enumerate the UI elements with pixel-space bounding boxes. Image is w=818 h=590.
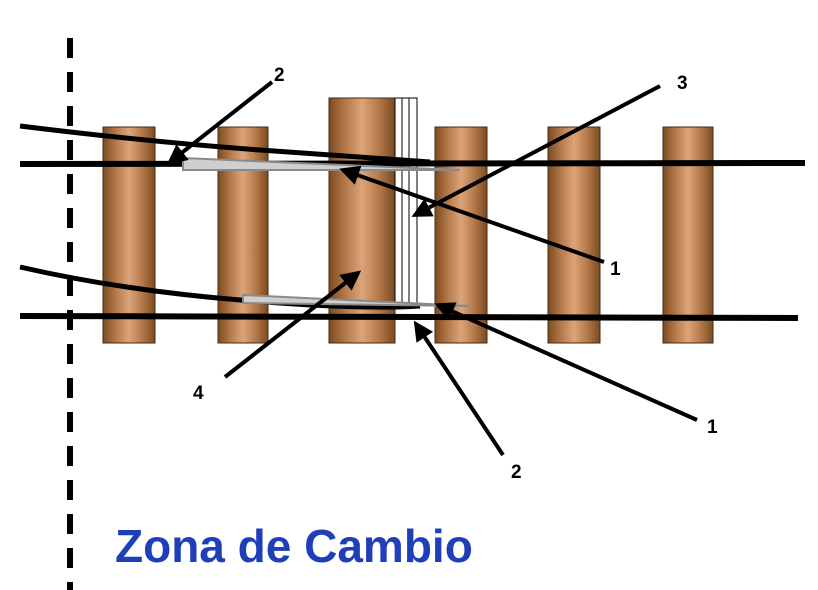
callout-label: 1	[707, 417, 718, 438]
sleeper	[102, 126, 156, 344]
rails	[19, 123, 806, 321]
sleeper	[547, 126, 601, 344]
arrow-to-1-lower	[434, 302, 698, 422]
stock-rail-lower	[19, 313, 799, 321]
stock-rail-upper	[19, 160, 806, 167]
switch-plate	[394, 97, 418, 307]
arrow-to-1-upper	[339, 165, 605, 264]
diverging-rail-upper	[19, 123, 431, 165]
arrow-to-4	[223, 270, 362, 379]
callout-label: 2	[274, 65, 285, 86]
callout-label: 4	[193, 383, 204, 404]
sleeper	[662, 126, 714, 344]
switch-blade-lower	[242, 293, 471, 307]
arrow-to-2-upper	[166, 80, 274, 165]
callout-labels: 2 3 1 4 1 2	[193, 65, 718, 483]
sleeper	[434, 126, 488, 344]
arrow-to-2-lower	[413, 320, 505, 457]
callout-label: 1	[610, 259, 621, 280]
callout-label: 2	[511, 462, 522, 483]
zone-title: Zona de Cambio	[115, 520, 473, 572]
arrow-to-3	[411, 84, 661, 217]
diverging-rail-lower	[19, 264, 421, 310]
leader-arrows	[166, 80, 698, 457]
callout-label: 3	[677, 73, 688, 94]
